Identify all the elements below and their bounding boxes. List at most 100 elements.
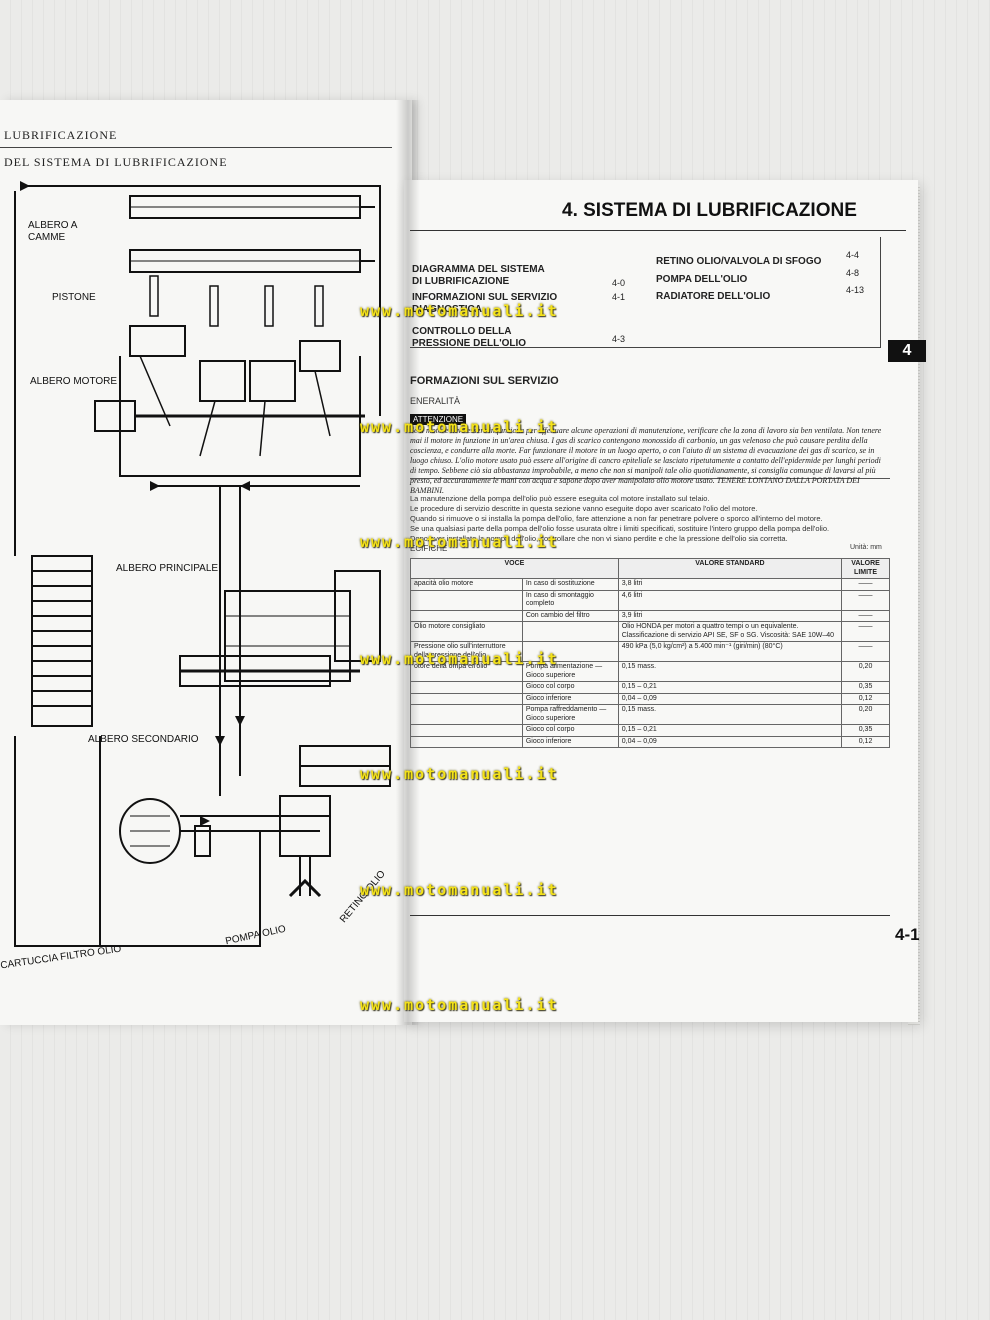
left-page-subheader: DEL SISTEMA DI LUBRIFICAZIONE: [4, 155, 228, 169]
header-rule: [0, 147, 392, 148]
table-cell: Olio motore consigliato: [410, 621, 523, 642]
col-header-limit: VALORE LIMITE: [841, 558, 890, 579]
toc-page-oil-cooler: 4-13: [846, 285, 865, 295]
table-of-contents: [410, 237, 881, 348]
unit-label: Unità: mm: [850, 544, 882, 551]
table-cell: ——: [841, 609, 890, 622]
section-title: FORMAZIONI SUL SERVIZIO: [410, 375, 559, 387]
table-cell: ——: [841, 641, 890, 662]
watermark: www.motomanuali.it: [360, 418, 559, 436]
toc-page-oil-pump: 4-8: [846, 268, 860, 278]
toc-item-strainer[interactable]: RETINO OLIO/VALVOLA DI SFOGO: [656, 256, 822, 267]
table-cell: 0,20: [841, 661, 890, 682]
table-cell: [410, 609, 523, 622]
watermark: www.motomanuali.it: [360, 650, 559, 668]
col-header-item: VOCE: [410, 558, 619, 579]
table-cell: 0,35: [841, 724, 890, 737]
spec-table: VOCE VALORE STANDARD VALORE LIMITE apaci…: [410, 558, 890, 748]
toc-item-service-info[interactable]: INFORMAZIONI SUL SERVIZIO: [412, 292, 558, 303]
warning-box: [410, 412, 890, 479]
table-row: Olio motore consigliato Olio HONDA per mo…: [410, 621, 890, 642]
watermark: www.motomanuali.it: [360, 765, 559, 783]
general-paragraphs: La manutenzione della pompa dell'olio pu…: [410, 494, 888, 544]
page-number: 4-1: [895, 925, 920, 944]
footer-rule: [410, 915, 890, 916]
table-cell: 0,20: [841, 704, 890, 725]
section-subtitle: ENERALITÀ: [410, 396, 461, 406]
toc-page-service-info: 4-1: [612, 292, 626, 302]
chapter-rule: [410, 230, 906, 231]
table-cell: [410, 735, 523, 748]
table-cell: ——: [841, 578, 890, 591]
watermark: www.motomanuali.it: [360, 302, 559, 320]
toc-item-diagram[interactable]: DIAGRAMMA DEL SISTEMA DI LUBRIFICAZIONE: [412, 264, 545, 287]
table-cell: 0,12: [841, 735, 890, 748]
table-cell: ——: [841, 621, 890, 642]
table-cell: [521, 621, 619, 642]
table-cell: 0,15 – 0,21: [617, 681, 843, 694]
table-cell: 0,15 – 0,21: [617, 724, 843, 737]
table-cell: 0,15 mass.: [617, 661, 843, 682]
toc-page-oil-pressure: 4-3: [612, 334, 626, 344]
table-cell: 0,35: [841, 681, 890, 694]
toc-page-diagram: 4-0: [612, 278, 626, 288]
table-cell: 4,6 litri: [617, 589, 843, 611]
table-cell: Gioco inferiore: [521, 735, 619, 748]
table-cell: ——: [841, 589, 890, 611]
paragraph: Le procedure di servizio descritte in qu…: [410, 504, 758, 513]
paragraph: Quando si rimuove o si installa la pompa…: [410, 514, 823, 523]
table-cell: 0,15 mass.: [617, 704, 843, 725]
table-cell: Pompa raffreddamento — Gioco superiore: [521, 704, 619, 725]
label-crankshaft: ALBERO MOTORE: [30, 376, 118, 387]
table-cell: [410, 681, 523, 694]
table-cell: 490 kPa (5,0 kg/cm²) a 5.400 min⁻¹ (giri…: [617, 641, 843, 662]
left-page-header: LUBRIFICAZIONE: [4, 128, 118, 142]
table-row: Pressione olio sull'interruttore della p…: [410, 641, 890, 662]
table-cell: Olio HONDA per motori a quattro tempi o …: [617, 621, 843, 642]
toc-item-oil-cooler[interactable]: RADIATORE DELL'OLIO: [656, 291, 771, 302]
table-cell: 3,8 litri: [617, 578, 843, 591]
chapter-tab: 4: [888, 340, 926, 362]
table-cell: 0,04 – 0,09: [617, 735, 843, 748]
label-camshaft: ALBERO A CAMME: [28, 220, 78, 243]
warning-text: Se il motore deve essere in funzione per…: [410, 426, 882, 495]
label-countershaft: ALBERO SECONDARIO: [88, 734, 199, 745]
table-cell: 0,12: [841, 692, 890, 705]
table-cell: 3,9 litri: [617, 609, 843, 622]
table-cell: Pompa alimentazione — Gioco superiore: [521, 661, 619, 682]
label-mainshaft: ALBERO PRINCIPALE: [116, 563, 219, 574]
toc-item-oil-pump[interactable]: POMPA DELL'OLIO: [656, 274, 748, 285]
chapter-title: 4. SISTEMA DI LUBRIFICAZIONE: [562, 200, 857, 221]
table-cell: [410, 692, 523, 705]
table-cell: 0,04 – 0,09: [617, 692, 843, 705]
lubrication-diagram: [14, 181, 391, 947]
table-cell: [410, 704, 523, 725]
label-piston: PISTONE: [52, 292, 96, 303]
table-cell: Gioco col corpo: [521, 724, 619, 737]
table-cell: In caso di sostituzione: [521, 578, 619, 591]
toc-item-oil-pressure[interactable]: CONTROLLO DELLA PRESSIONE DELL'OLIO: [412, 326, 527, 349]
paragraph: Se una qualsiasi parte della pompa dell'…: [410, 524, 830, 533]
watermark: www.motomanuali.it: [360, 996, 559, 1014]
toc-page-strainer: 4-4: [846, 250, 860, 260]
table-cell: [410, 589, 523, 611]
paragraph: La manutenzione della pompa dell'olio pu…: [410, 494, 710, 503]
table-cell: Gioco inferiore: [521, 692, 619, 705]
watermark: www.motomanuali.it: [360, 533, 559, 551]
watermark: www.motomanuali.it: [360, 881, 559, 899]
warning-tag: ATTENZIONE: [410, 414, 467, 425]
toc-item-diagnostics[interactable]: DIAGNOSTICA: [412, 304, 482, 315]
spec-label: ECIFICHE: [410, 544, 448, 553]
table-cell: apacità olio motore: [410, 578, 523, 591]
table-cell: Gioco col corpo: [521, 681, 619, 694]
paragraph: Dopo aver installato la pompa dell'olio,…: [410, 534, 788, 543]
col-header-standard: VALORE STANDARD: [617, 558, 843, 579]
